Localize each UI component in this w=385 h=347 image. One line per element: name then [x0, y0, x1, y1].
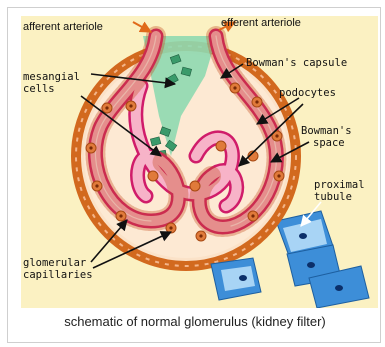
label-bowmans-space-line1: Bowman's — [301, 125, 352, 137]
tubule-bottom — [211, 258, 261, 300]
label-bowmans-space-line2: space — [313, 137, 345, 149]
label-mesangial-line1: mesangial — [23, 71, 80, 83]
glomerulus-diagram: afferent arteriole efferent arteriole Bo… — [21, 16, 378, 308]
figure-frame: afferent arteriole efferent arteriole Bo… — [7, 7, 381, 343]
label-proximal-line2: tubule — [314, 191, 352, 203]
proximal-tubule — [276, 211, 369, 308]
label-efferent-arteriole: efferent arteriole — [221, 17, 301, 29]
label-bowmans-capsule: Bowman's capsule — [246, 57, 347, 69]
label-proximal-line1: proximal — [314, 179, 365, 191]
diagram-panel: afferent arteriole efferent arteriole Bo… — [21, 16, 378, 308]
label-mesangial-line2: cells — [23, 83, 55, 95]
label-podocytes: podocytes — [279, 87, 336, 99]
label-afferent-arteriole: afferent arteriole — [23, 21, 103, 33]
label-glomerular-line2: capillaries — [23, 269, 93, 281]
figure-caption: schematic of normal glomerulus (kidney f… — [8, 314, 382, 329]
label-glomerular-line1: glomerular — [23, 257, 86, 269]
